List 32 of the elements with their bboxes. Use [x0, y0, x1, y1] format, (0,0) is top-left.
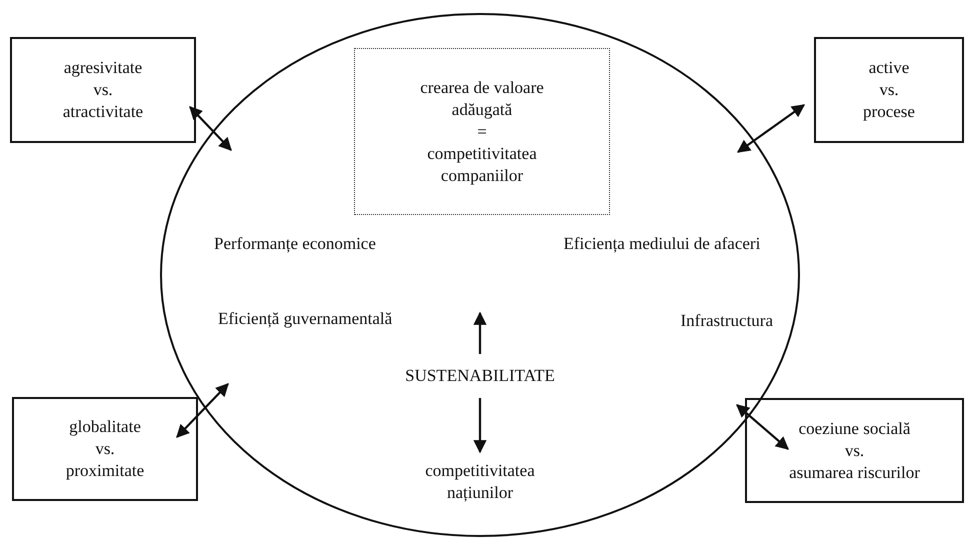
- dotted-box: [354, 48, 610, 215]
- concept-box: [745, 398, 964, 503]
- factor-label: Eficiență guvernamentală: [218, 309, 392, 329]
- node-text: coeziune socială: [798, 418, 910, 440]
- concept-box: [814, 37, 964, 143]
- node-text: vs.: [95, 438, 115, 460]
- node-text: =: [477, 120, 487, 142]
- arrow: [736, 104, 806, 153]
- arrow: [473, 398, 487, 454]
- concept-box: [12, 397, 198, 501]
- factor-label: Eficiența mediului de afaceri: [564, 234, 760, 254]
- arrow: [736, 404, 789, 450]
- concept-box: [10, 37, 196, 143]
- arrow: [176, 383, 229, 438]
- arrow: [473, 312, 487, 354]
- node-text: active: [868, 57, 910, 79]
- node-text: crearea de valoare adăugată: [419, 76, 545, 120]
- node-text: asumarea riscurilor: [789, 462, 920, 484]
- node-text: competitivitatea companiilor: [426, 142, 538, 186]
- node-text: vs.: [879, 79, 899, 101]
- arrow: [189, 106, 232, 151]
- node-text: vs.: [844, 440, 864, 462]
- factor-label: Performanțe economice: [214, 234, 376, 254]
- node-text: procese: [863, 101, 915, 123]
- node-text: globalitate: [69, 416, 141, 438]
- node-text: SUSTENABILITATE: [405, 365, 555, 387]
- node-text: atractivitate: [62, 101, 144, 123]
- node-text: proximitate: [66, 460, 144, 482]
- node-text: agresivitate: [64, 57, 142, 79]
- node-text: vs.: [93, 79, 113, 101]
- factor-label: Infrastructura: [680, 311, 774, 331]
- node-text: competitivitatea națiunilor: [424, 460, 536, 504]
